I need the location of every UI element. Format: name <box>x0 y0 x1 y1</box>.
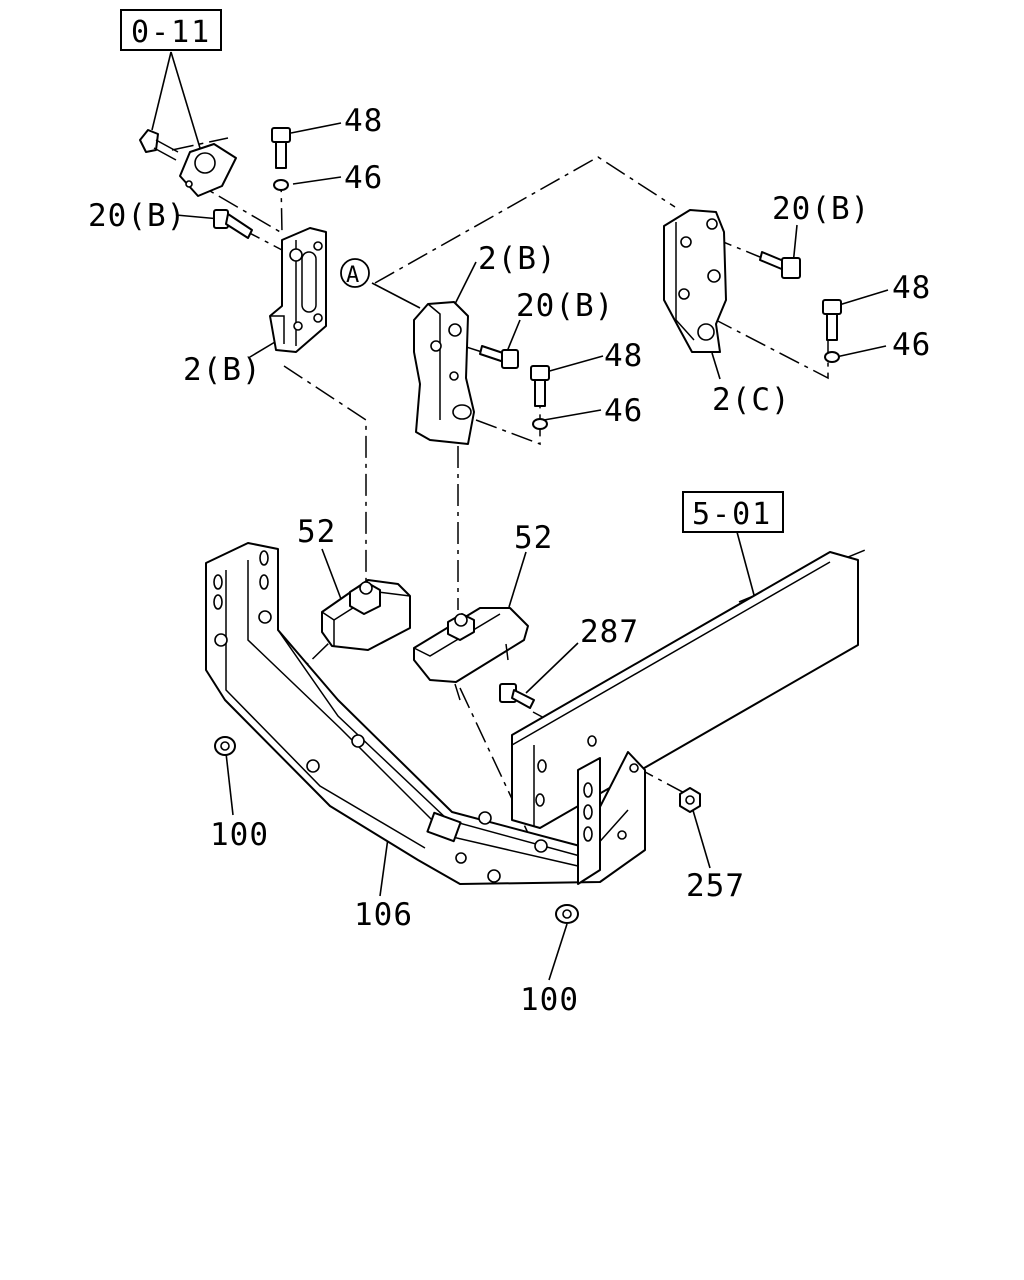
nut-257 <box>679 787 701 813</box>
view-marker-a[interactable]: A <box>340 258 370 288</box>
callout-52-right[interactable]: 52 <box>514 520 553 556</box>
bolt-20b-center <box>479 345 519 369</box>
bolt-flange-0-11 <box>139 129 179 161</box>
bolt-287 <box>499 683 535 709</box>
callout-46-center[interactable]: 46 <box>604 393 643 429</box>
bolt-48-left <box>271 127 291 169</box>
washer-46-center <box>532 418 548 430</box>
callout-20b-center[interactable]: 20(B) <box>516 288 614 324</box>
bracket-2c-right <box>663 209 727 353</box>
callout-20b-left[interactable]: 20(B) <box>88 198 186 234</box>
frame-rail <box>511 551 859 829</box>
callout-46-right[interactable]: 46 <box>892 327 931 363</box>
bolt-20b-right <box>759 251 801 279</box>
nut-100-bottom <box>555 904 579 924</box>
crossmember-106 <box>205 542 646 885</box>
engine-mount-right <box>413 607 529 701</box>
callout-100-left[interactable]: 100 <box>210 817 269 853</box>
callout-100-bottom[interactable]: 100 <box>520 982 579 1018</box>
callout-46-left[interactable]: 46 <box>344 160 383 196</box>
callout-2c-right[interactable]: 2(C) <box>712 382 791 418</box>
bolt-48-center <box>530 365 550 407</box>
bolt-48-right <box>822 299 842 341</box>
nut-100-left <box>214 736 236 756</box>
ref-box-5-01[interactable]: 5-01 <box>682 491 784 533</box>
callout-48-center[interactable]: 48 <box>604 338 643 374</box>
ref-box-0-11[interactable]: 0-11 <box>120 9 222 51</box>
callout-48-right[interactable]: 48 <box>892 270 931 306</box>
view-marker-a-label: A <box>346 263 359 288</box>
washer-46-left <box>273 179 289 191</box>
callout-106[interactable]: 106 <box>354 897 413 933</box>
engine-mount-left <box>321 579 411 651</box>
callout-257[interactable]: 257 <box>686 868 745 904</box>
callout-2b-left[interactable]: 2(B) <box>183 352 262 388</box>
callout-48-left[interactable]: 48 <box>344 103 383 139</box>
callout-2b-center[interactable]: 2(B) <box>478 241 557 277</box>
washer-46-right <box>824 351 840 363</box>
ref-box-5-01-label: 5-01 <box>692 497 772 532</box>
bracket-2b-center <box>413 301 475 445</box>
callout-labels: 48 46 20(B) 2(B) 2(B) 20(B) 48 46 20(B) … <box>88 103 931 1018</box>
leader-lines <box>151 51 889 981</box>
bolt-20b-left <box>213 209 253 239</box>
callout-287[interactable]: 287 <box>580 614 639 650</box>
callout-20b-right[interactable]: 20(B) <box>772 191 870 227</box>
ref-box-0-11-label: 0-11 <box>131 15 211 50</box>
bracket-2b-left <box>269 227 327 353</box>
mounting-plate <box>179 143 237 197</box>
callout-52-left[interactable]: 52 <box>297 514 336 550</box>
